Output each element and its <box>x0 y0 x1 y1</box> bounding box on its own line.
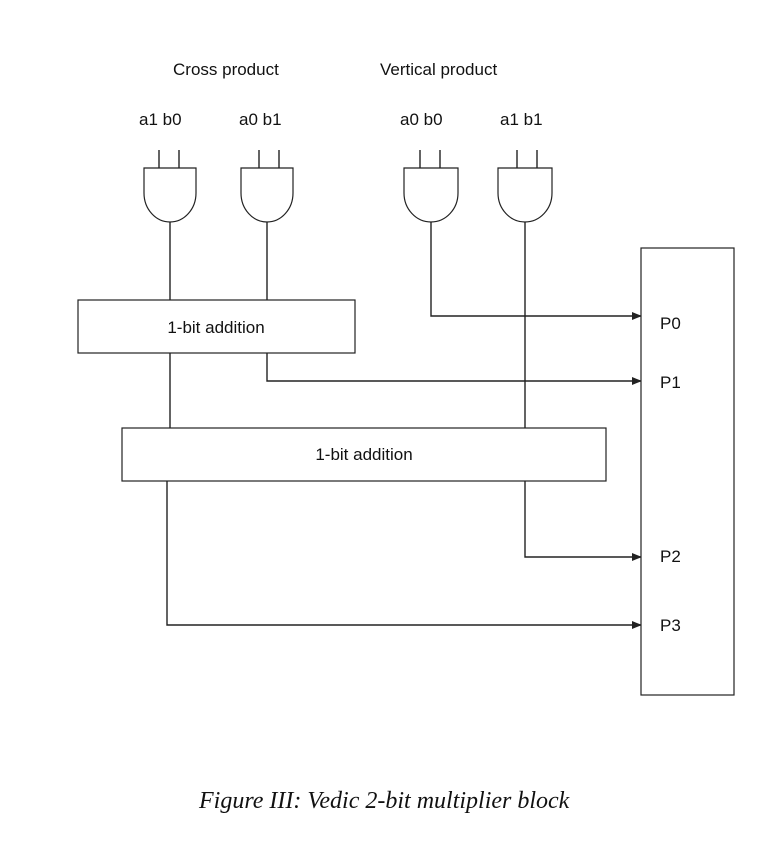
output-label-p1: P1 <box>660 373 681 392</box>
and-gate-a0b0 <box>403 150 459 223</box>
adder-1-box <box>77 299 356 354</box>
and-gate-a1b0 <box>143 150 197 223</box>
figure-caption: Figure III: Vedic 2-bit multiplier block <box>198 788 570 814</box>
output-label-p0: P0 <box>660 314 681 333</box>
input-label-a0b1: a0 b1 <box>239 110 282 129</box>
output-label-p2: P2 <box>660 547 681 566</box>
wire-adder2-to-p3 <box>166 481 642 629</box>
output-block <box>640 247 735 696</box>
adder-2-box <box>121 427 607 482</box>
input-label-a1b0: a1 b0 <box>139 110 182 129</box>
input-label-a0b0: a0 b0 <box>400 110 443 129</box>
wire-a0b0-to-p0 <box>430 222 642 320</box>
adder-2-label: 1-bit addition <box>315 445 412 464</box>
and-gate-a0b1 <box>240 150 294 223</box>
adder-1-label: 1-bit addition <box>167 318 264 337</box>
vertical-product-header: Vertical product <box>380 60 497 79</box>
input-label-a1b1: a1 b1 <box>500 110 543 129</box>
wire-adder2-to-p2 <box>524 481 642 561</box>
wire-adder1-to-p1 <box>266 353 642 385</box>
and-gate-a1b1 <box>497 150 553 223</box>
cross-product-header: Cross product <box>173 60 279 79</box>
output-label-p3: P3 <box>660 616 681 635</box>
